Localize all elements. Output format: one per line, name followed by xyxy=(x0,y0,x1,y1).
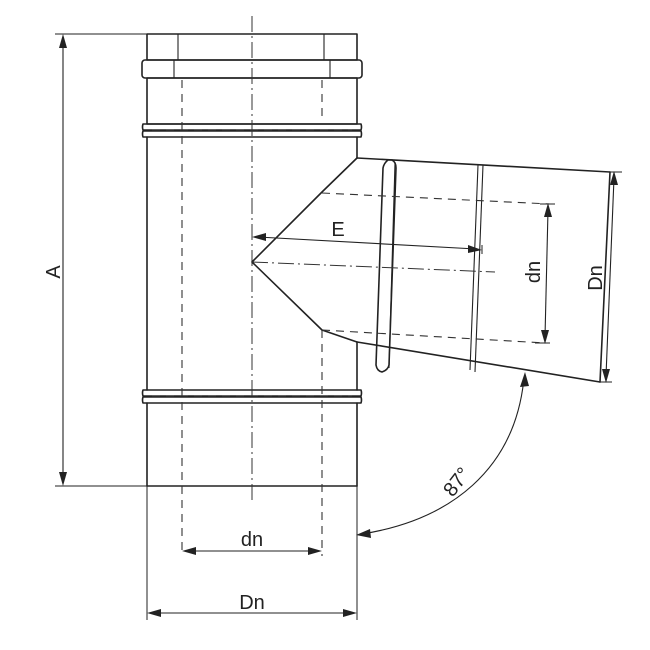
branch-centerline xyxy=(251,261,496,273)
labels: A E dn Dn 87° dn Dn xyxy=(43,219,607,614)
label-angle: 87° xyxy=(439,464,475,501)
label-dn-main-outer: Dn xyxy=(239,592,265,614)
dim-e-line xyxy=(257,236,477,250)
dimensions xyxy=(55,33,622,620)
dim-dn-branch-line xyxy=(544,209,549,338)
branch-junction xyxy=(251,157,358,343)
label-dn-branch: dn xyxy=(523,261,545,283)
dim-dn-branch-outer-line xyxy=(605,177,615,377)
label-a: A xyxy=(43,265,65,279)
main-pipe xyxy=(141,16,363,556)
lower-ring xyxy=(141,389,363,397)
dim-angle-arc xyxy=(361,377,525,535)
branch-end xyxy=(599,171,611,383)
label-dn-main: dn xyxy=(241,529,263,551)
label-dn-branch-outer: Dn xyxy=(585,265,607,291)
branch-bead xyxy=(375,159,397,373)
branch-pipe xyxy=(251,157,611,383)
label-e: E xyxy=(331,219,344,241)
upper-ring xyxy=(141,123,363,131)
